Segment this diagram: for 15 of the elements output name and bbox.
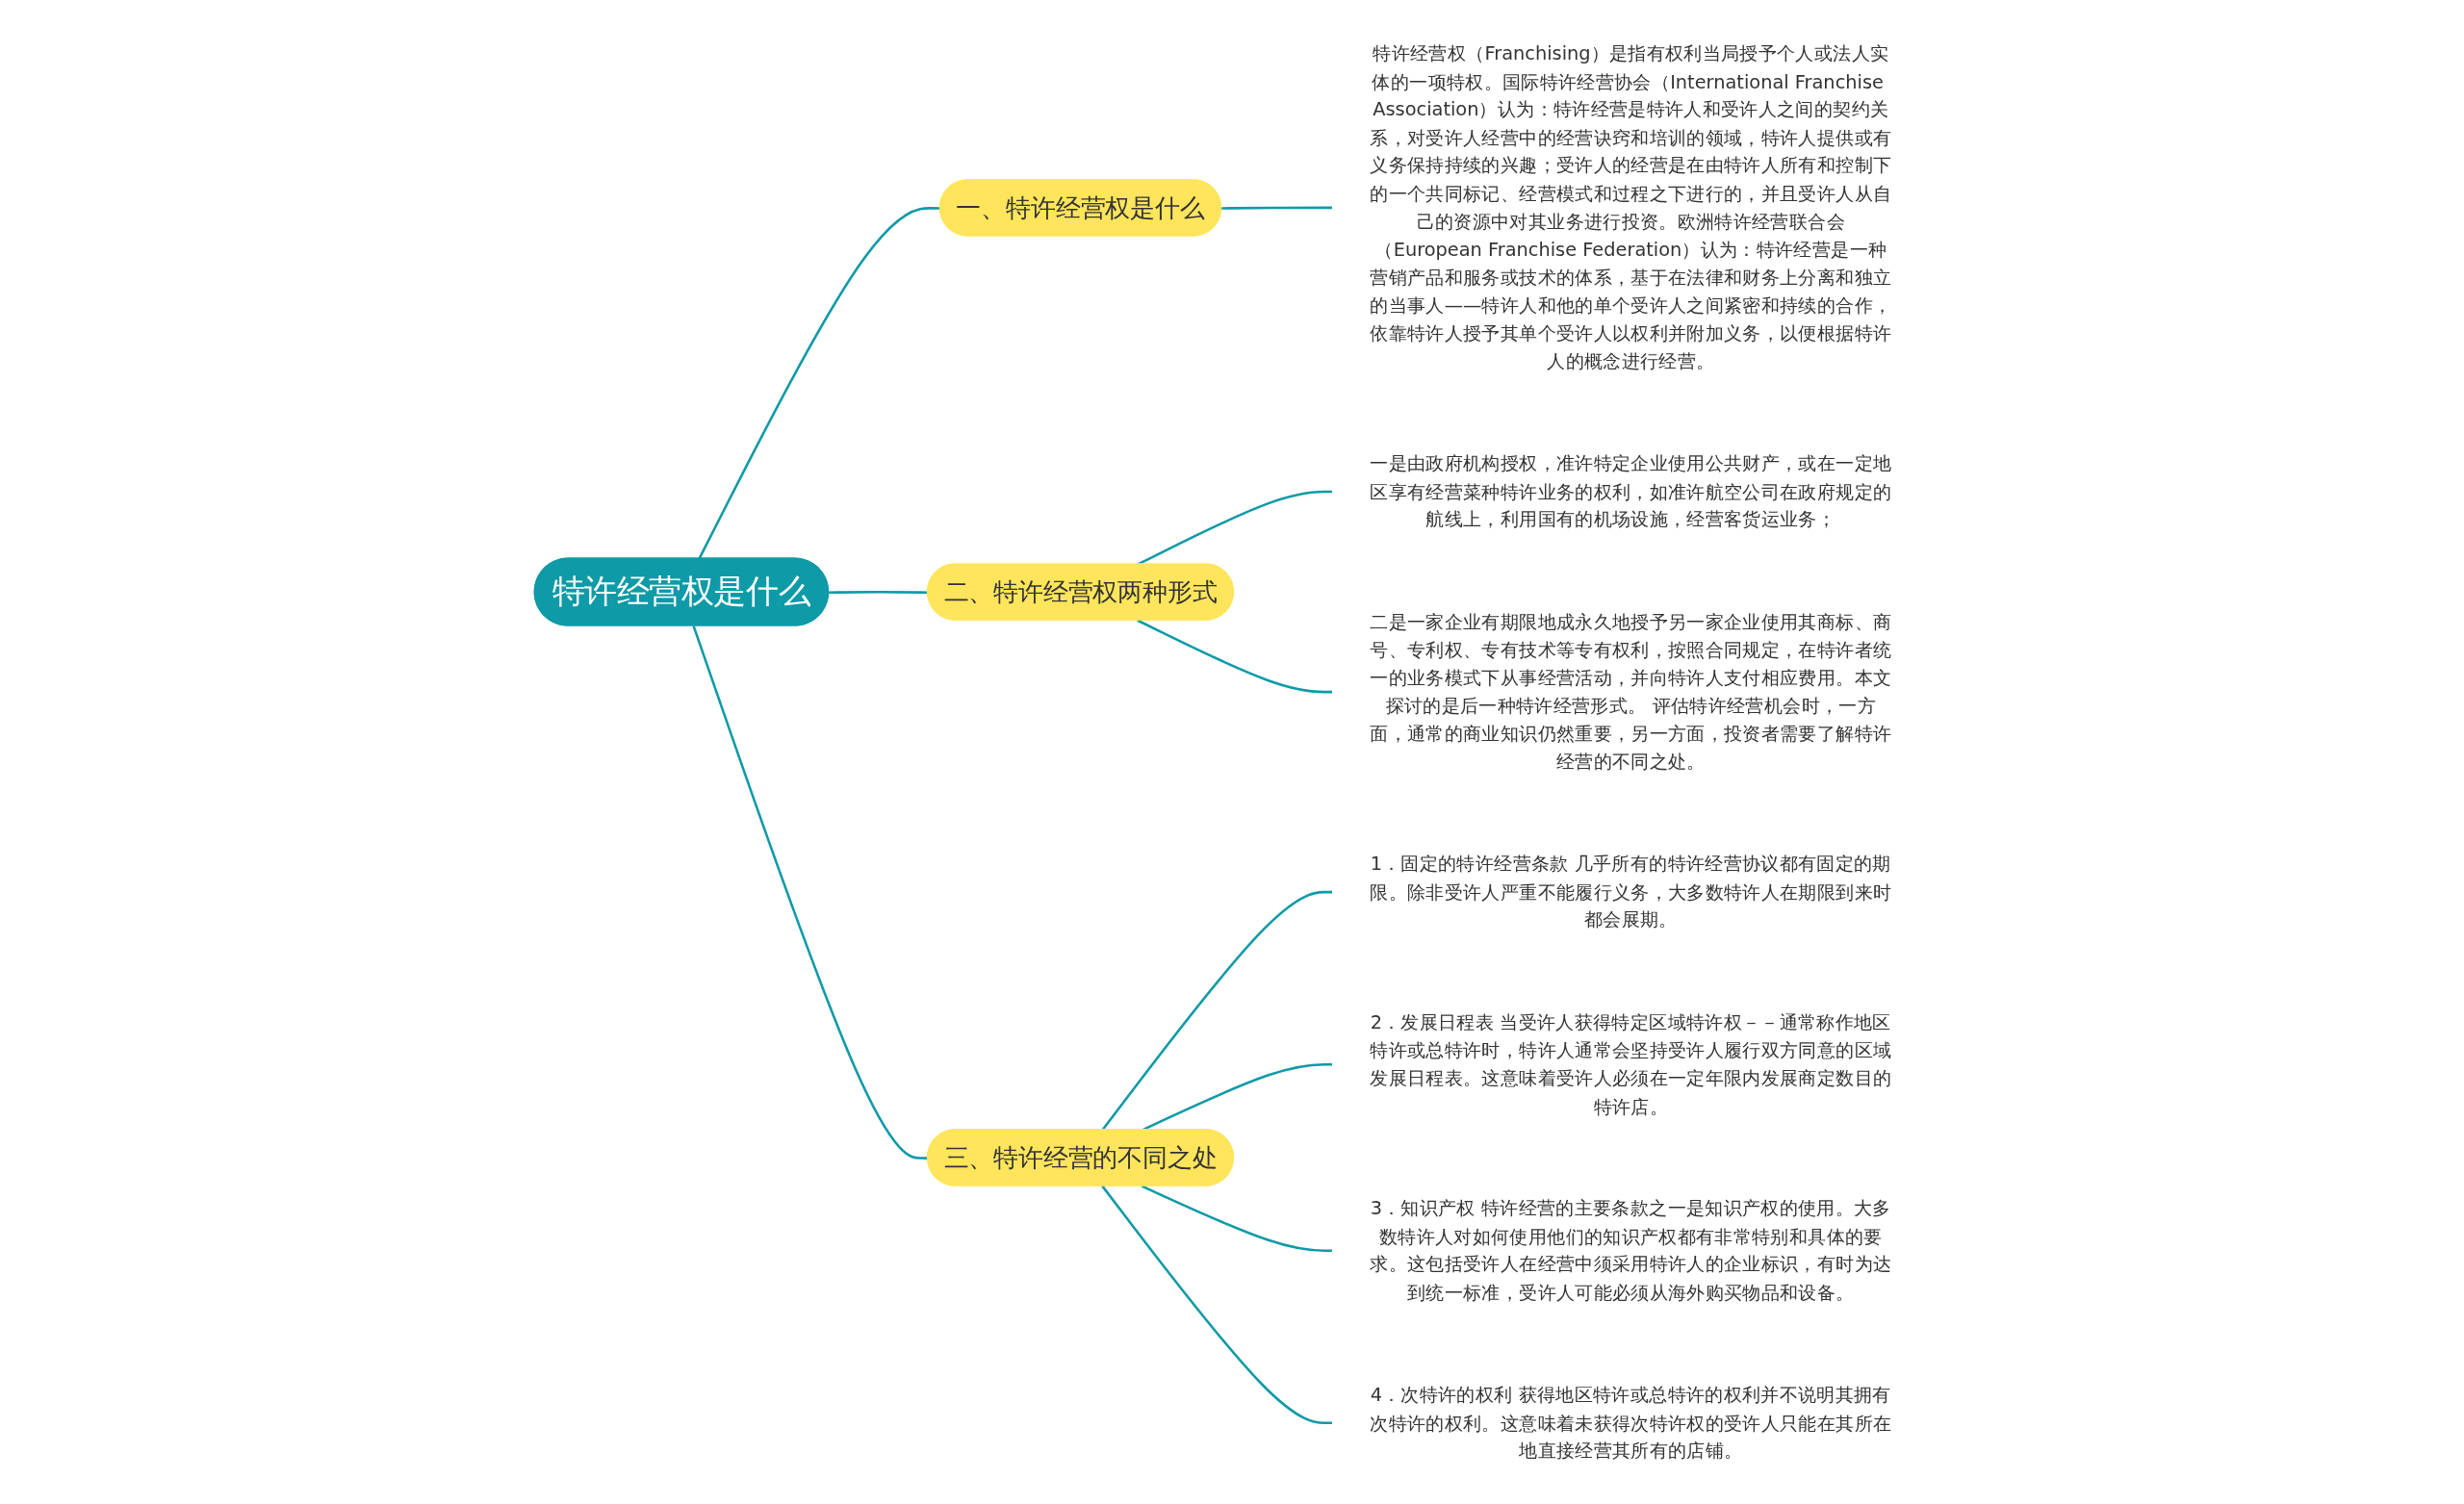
connector: [1101, 890, 1333, 1131]
node-text: 4．次特许的权利 获得地区特许或总特许的权利并不说明其拥有次特许的权利。这意味着未获得次特许权的受许人只能在其所在地直接经营其所有的店铺。: [1370, 1383, 1892, 1462]
connector: [1142, 1184, 1333, 1252]
node-text: 3．知识产权 特许经营的主要条款之一是知识产权的使用。大多数特许人对如何使用他们的知识产权都有非常特别和具体的要求。这包括受许人在经营中须采用特许人的企业标识，有时为达到统一标准，受许人可能必须从海外购买物品和设备。: [1370, 1196, 1892, 1304]
connector: [692, 625, 929, 1160]
connector: [1137, 619, 1333, 693]
connector: [829, 590, 929, 594]
node-text: 特许经营权（Franchising）是指有权利当局授予个人或法人实体的一项特权。国际特许经营协会（International Franchise Association）认为：特许经营是特许人和受许人之间的契约关系，对受许人经营中的经营诀窍和培训的领域，特许人提供或有义务保持持续的兴趣；受许人的经营是在由特许人所有和控制下的一个共同标记、经营模式和过程之下进行的，并且受许人从自己的资源中对其业务进行投资。欧洲特许经营联合会（European Franchise Federation）认为：特许经营是一种营销产品和服务或技术的体系，基于在法律和财务上分离和独立的当事人——特许人和他的单个受许人之间紧密和持续的合作，依靠特许人授予其单个受许人以权利并附加义务，以便根据特许人的概念进行经营。: [1370, 41, 1892, 372]
connector: [1101, 1185, 1333, 1424]
node-text: 2．发展日程表 当受许人获得特定区域特许权－－通常称作地区特许或总特许时，特许人通常会坚持受许人履行双方同意的区域发展日程表。这意味着受许人必须在一定年限内发展商定数目的特许店。: [1370, 1010, 1892, 1117]
connector: [1221, 206, 1333, 210]
node-text: 二是一家企业有期限地成永久地授予另一家企业使用其商标、商号、专利权、专有技术等专有权利，按照合同规定，在特许者统一的业务模式下从事经营活动，并向特许人支付相应费用。本文探讨的是后一种特许经营形式。 评估特许经营机会时，一方面，通常的商业知识仍然重要，另一方面，投资者需要了解特许经营的不同之处。: [1370, 610, 1892, 773]
node-text: 一是由政府机构授权，准许特定企业使用公共财产，或在一定地区享有经营菜种特许业务的权利，如准许航空公司在政府规定的航线上，利用国有的机场设施，经营客货运业务；: [1370, 451, 1892, 530]
connector: [698, 206, 941, 559]
node-text: 1．固定的特许经营条款 几乎所有的特许经营协议都有固定的期限。除非受许人严重不能履行义务，大多数特许人在期限到来时都会展期。: [1370, 852, 1892, 930]
